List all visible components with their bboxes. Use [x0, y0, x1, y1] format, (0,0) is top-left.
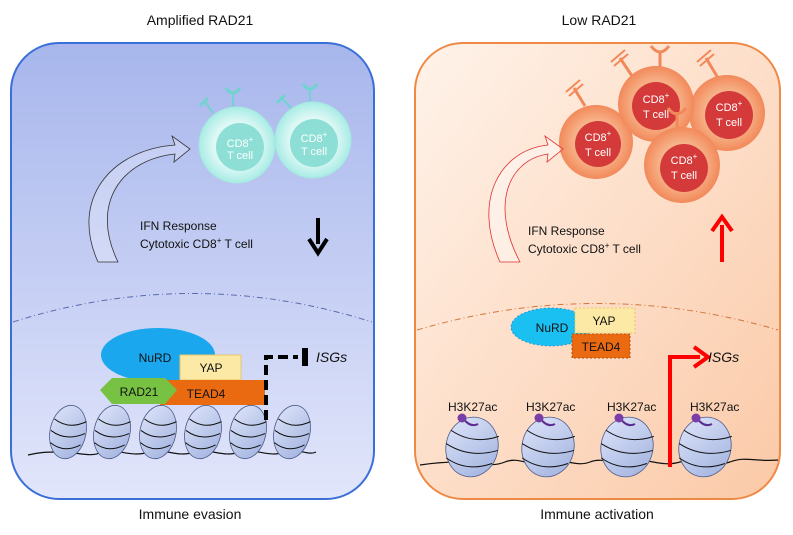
left-response-line1: IFN Response: [140, 219, 217, 233]
left-response-line2: Cytotoxic CD8+ T cell: [140, 236, 253, 251]
left-nuclear-membrane: [12, 293, 373, 323]
right-nucleosome-3: [600, 413, 654, 478]
svg-text:CD8+: CD8+: [301, 130, 328, 145]
left-nucleosome-6: [273, 404, 311, 460]
right-panel: Low RAD21 CD8+ T cell CD8+ T cell: [414, 12, 781, 522]
svg-text:RAD21: RAD21: [120, 385, 159, 399]
right-curved-arrow: [488, 134, 564, 263]
right-nuclear-membrane: [416, 303, 779, 331]
svg-text:CD8+: CD8+: [671, 152, 698, 167]
right-t-cell-3: CD8+ T cell: [689, 49, 765, 151]
left-panel: Amplified RAD21 CD8+ T cell CD8+ T cell: [10, 12, 375, 522]
svg-text:CD8+: CD8+: [227, 135, 254, 150]
svg-text:CD8+: CD8+: [716, 99, 743, 114]
svg-text:T cell: T cell: [643, 109, 669, 121]
right-nucleosome-1: [445, 413, 499, 478]
left-t-cell-1: CD8+ T cell: [198, 87, 276, 184]
svg-text:T cell: T cell: [585, 147, 611, 159]
left-nucleosome-5: [229, 404, 267, 460]
svg-text:T cell: T cell: [716, 117, 742, 129]
right-response-line2: Cytotoxic CD8+ T cell: [528, 241, 641, 256]
svg-text:CD8+: CD8+: [643, 91, 670, 106]
left-curved-arrow: [88, 134, 191, 263]
right-isgs-label: ISGs: [708, 349, 739, 365]
left-footer: Immune evasion: [139, 506, 242, 522]
right-response-line1: IFN Response: [528, 224, 605, 238]
left-nucleosome-1: [49, 404, 87, 460]
left-t-cell-2: CD8+ T cell: [274, 83, 352, 179]
up-arrow: [710, 213, 734, 262]
right-yap: [574, 307, 636, 334]
right-t-cell-4: CD8+ T cell: [644, 107, 720, 203]
svg-text:T cell: T cell: [671, 170, 697, 182]
right-tead4: [571, 333, 631, 359]
right-nucleosome-4: [678, 413, 732, 478]
svg-text:TEAD4: TEAD4: [582, 340, 621, 354]
left-isgs-label: ISGs: [316, 349, 347, 365]
svg-text:NuRD: NuRD: [536, 321, 569, 335]
svg-text:TEAD4: TEAD4: [187, 387, 226, 401]
svg-text:CD8+: CD8+: [585, 129, 612, 144]
right-nucleosome-2: [521, 413, 575, 478]
left-panel-title: Amplified RAD21: [147, 12, 254, 28]
left-yap: [179, 354, 242, 381]
left-nucleosome-2: [93, 404, 131, 460]
svg-text:T cell: T cell: [227, 150, 253, 162]
left-tead4: [160, 380, 265, 405]
left-nucleosome-3: [139, 404, 177, 460]
right-panel-title: Low RAD21: [562, 12, 637, 28]
svg-text:YAP: YAP: [592, 314, 615, 328]
right-t-cell-1: CD8+ T cell: [559, 79, 633, 179]
h3k27ac-label-4: H3K27ac: [690, 400, 739, 414]
h3k27ac-label-2: H3K27ac: [526, 400, 575, 414]
left-repression-bar: [302, 348, 308, 366]
down-arrow: [307, 218, 329, 257]
right-footer: Immune activation: [540, 506, 654, 522]
left-rad21: [100, 378, 177, 404]
right-t-cell-2: CD8+ T cell: [610, 45, 694, 142]
svg-text:NuRD: NuRD: [139, 351, 172, 365]
left-repression-line: [264, 355, 298, 420]
left-nucleosome-4: [184, 404, 222, 460]
svg-text:T cell: T cell: [301, 146, 327, 158]
svg-text:YAP: YAP: [199, 361, 222, 375]
h3k27ac-label-3: H3K27ac: [607, 400, 656, 414]
right-activation-arrow: [668, 345, 712, 467]
h3k27ac-label-1: H3K27ac: [448, 400, 497, 414]
